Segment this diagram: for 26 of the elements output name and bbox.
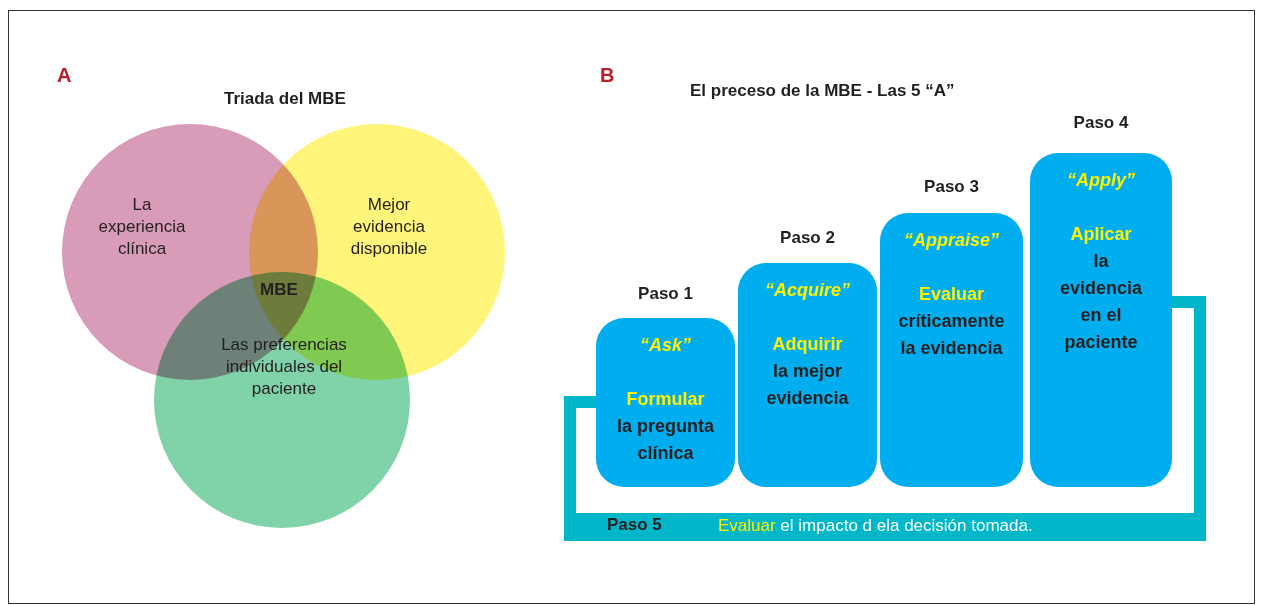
step-heading: Paso 1 [637,284,694,304]
panel-title: Triada del MBE [224,89,346,109]
panel-letter: B [600,64,615,87]
step-verb: Formular [625,388,706,411]
circle-label: La experiencia clínica [97,194,187,260]
circle-label: Mejor evidencia disponible [349,194,429,260]
step-description: la pregunta clínica [616,415,715,465]
step-keyword: “Ask” [639,334,692,357]
panel-letter: A [57,64,72,87]
step-verb: Evaluar [917,283,985,306]
center-label: MBE [260,280,298,300]
step-keyword: “Apply” [1066,169,1136,192]
step-keyword: “Appraise” [903,229,1000,252]
step-heading: Paso 3 [923,177,980,197]
loop-caption: Evaluar el impacto d ela decisión tomada. [718,516,1033,536]
step-heading: Paso 5 [607,515,662,535]
step-verb: Aplicar [1069,223,1133,246]
step-verb: Adquirir [771,333,844,356]
circle-label: Las preferencias individuales del paciente [220,334,348,400]
step-description: la mejor evidencia [765,360,850,410]
step-heading: Paso 4 [1072,113,1130,133]
step-heading: Paso 2 [779,228,836,248]
step-description: la evidencia en el paciente [1058,250,1143,354]
panel-title: El preceso de la MBE - Las 5 “A” [690,81,955,101]
step-keyword: “Acquire” [764,279,851,302]
step-description: críticamente la evidencia [897,310,1006,360]
